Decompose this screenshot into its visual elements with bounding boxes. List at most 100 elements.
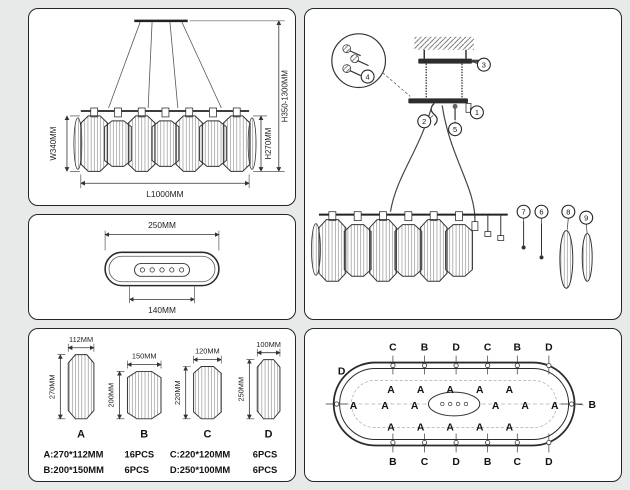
callout-number: 2 (422, 117, 426, 126)
hang-point (514, 362, 520, 369)
crystal-piece (151, 120, 180, 167)
pin-part-7 (521, 221, 526, 250)
connector-part (465, 102, 472, 113)
crystal-connector (404, 211, 413, 222)
spec-list: A:270*112MM 16PCS C:220*120MM 6PCS B:200… (44, 449, 278, 475)
crystal-shape (193, 366, 222, 420)
position-letter-A: A (411, 401, 419, 412)
hang-point (485, 362, 491, 369)
magnifier-leader-line (382, 72, 411, 97)
position-letter-A: A (417, 385, 425, 396)
crystal-connector (455, 211, 463, 222)
callout-4: 4 (360, 69, 375, 84)
part-letter: B (140, 429, 148, 441)
position-letter-C: C (389, 343, 397, 354)
canopy-drawing: 250MM 140MM (104, 220, 220, 315)
front-view-drawing: W340MM L1000MM H270MM H350-1300MM (49, 19, 290, 199)
callout-circle (417, 114, 432, 129)
inner-row-guide (351, 380, 558, 428)
position-letter-A: A (417, 423, 425, 434)
suspension-cable-right (441, 105, 476, 222)
side-screw (471, 59, 479, 63)
pendant-crystal-8 (559, 230, 574, 289)
position-letter-C: C (421, 457, 429, 468)
canopy-plate (408, 98, 468, 104)
callout-9: 9 (579, 210, 594, 225)
callout-circle (476, 57, 491, 72)
chandelier-body (318, 211, 473, 282)
canopy-mount-slot (134, 263, 190, 277)
crystal-piece (343, 224, 372, 277)
hang-point-marks (325, 355, 583, 453)
crystal-piece (445, 224, 473, 277)
hang-point (453, 439, 459, 446)
callout-circle (579, 210, 594, 225)
crystal-details: 112MM270MMA150MM200MMB120MM220MMC100MM25… (47, 335, 281, 441)
crystal-shape (126, 370, 162, 420)
callout-circle (534, 204, 549, 219)
callout-1: 1 (469, 105, 484, 120)
part-letter: D (265, 429, 273, 441)
width-label: 150MM (132, 352, 157, 361)
height-label: 200MM (107, 383, 116, 408)
hang-point (453, 362, 459, 369)
position-letter-A: A (551, 401, 559, 412)
canopy-dimension-lines (104, 230, 220, 304)
spec-d-qty: 6PCS (253, 465, 277, 475)
crystal-parts-drawing: 112MM270MMA150MM200MMB120MM220MMC100MM25… (44, 335, 281, 475)
canopy-screw-holes (139, 267, 185, 273)
callout-2: 2 (417, 114, 432, 129)
hanging-height-dimension-label: H350-1300MM (281, 70, 290, 122)
cable-connector (471, 221, 479, 231)
crystal-piece (175, 115, 204, 172)
position-letter-D: D (452, 457, 460, 468)
position-letter-A: A (476, 385, 484, 396)
width-label: 112MM (69, 335, 93, 344)
chandelier-body (80, 107, 251, 172)
height-label: 270MM (47, 374, 56, 399)
crystal-connector (114, 107, 122, 118)
crystal-piece (318, 219, 347, 282)
spec-b-qty: 6PCS (124, 465, 148, 475)
hang-point (421, 439, 428, 446)
crystal-piece (394, 224, 423, 277)
position-letter-A: A (446, 423, 454, 434)
position-letter-D: D (545, 457, 553, 468)
callout-number: 7 (522, 207, 526, 216)
callout-number: 9 (584, 213, 588, 222)
callout-6: 6 (534, 204, 549, 219)
callout-number: 4 (366, 72, 370, 81)
crystal-piece (80, 115, 109, 172)
position-letter-C: C (484, 343, 492, 354)
canopy-top-view (427, 391, 481, 417)
hang-point (569, 401, 575, 407)
crystal-connector (161, 107, 170, 118)
mounting-screws (423, 49, 467, 59)
callout-circle (561, 204, 576, 219)
callout-number: 3 (482, 60, 486, 69)
part-letter: C (203, 429, 211, 441)
position-letter-A: A (387, 423, 395, 434)
hang-point (514, 439, 520, 446)
spec-a-qty: 16PCS (124, 449, 154, 459)
crystal-connector (353, 211, 362, 222)
crystal-piece (104, 120, 132, 167)
position-letter-B: B (421, 343, 429, 354)
hang-point (546, 362, 552, 369)
crystal-piece (222, 115, 251, 172)
ceiling-hatch (414, 36, 474, 50)
position-letter-C: C (514, 457, 522, 468)
crystal-piece (199, 120, 227, 167)
panel-canopy-dimensions: 250MM 140MM (28, 214, 296, 320)
crystal-piece (369, 219, 397, 282)
position-letter-A: A (446, 385, 454, 396)
height-label: 220MM (173, 380, 182, 405)
height-label: 250MM (236, 377, 245, 402)
